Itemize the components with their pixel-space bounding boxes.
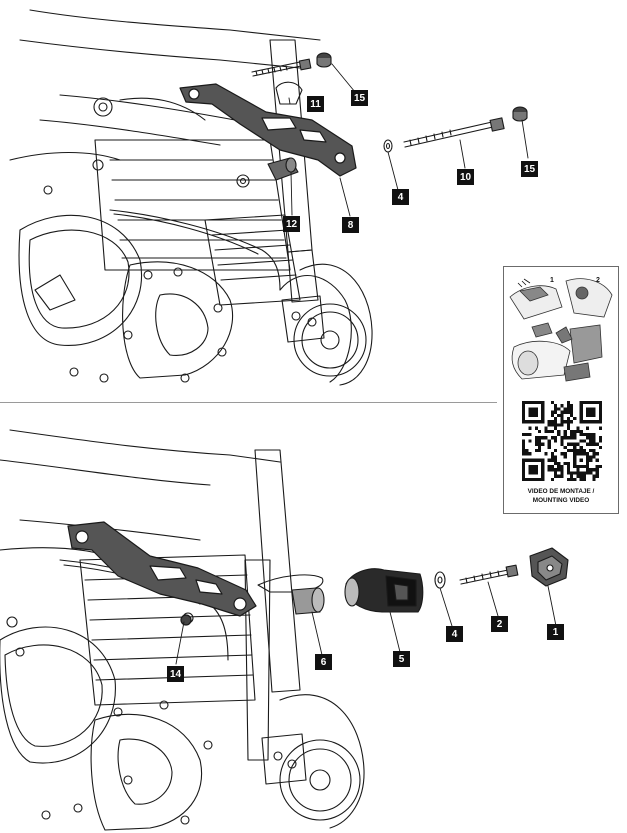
callout-6: 6	[315, 654, 332, 670]
spacer-part-6	[291, 587, 325, 615]
spacer-part-12	[267, 157, 299, 181]
cap-part-1	[529, 547, 569, 587]
bottom-engine-art	[0, 429, 365, 831]
video-caption-line2: MOUNTING VIDEO	[532, 497, 590, 504]
qr-code-icon[interactable]	[522, 401, 602, 481]
video-step-2: 2	[596, 277, 600, 284]
callout-14: 14	[167, 666, 184, 682]
callout-4-bottom: 4	[446, 626, 463, 642]
video-step-1: 1	[550, 277, 554, 284]
cap-part-15-right	[512, 106, 528, 122]
mounting-video-panel[interactable]: 1 2 VIDEO DE MONTAJE / MOUNTING VIDEO	[503, 266, 619, 514]
section-divider	[0, 402, 497, 403]
top-engine-art	[9, 9, 373, 386]
bolt-part-11	[251, 58, 312, 105]
callout-15-upper: 15	[351, 90, 368, 106]
bolt-part-2	[459, 564, 519, 585]
bottom-leader-lines	[175, 581, 557, 665]
callout-4-top: 4	[392, 189, 409, 205]
callout-5: 5	[393, 651, 410, 667]
callout-2: 2	[491, 616, 508, 632]
slider-part-5	[344, 568, 424, 613]
video-thumbnail-art	[509, 278, 613, 382]
washer-part-4-bottom	[434, 571, 446, 589]
callout-1: 1	[547, 624, 564, 640]
top-leader-lines	[288, 63, 529, 217]
callout-12: 12	[283, 216, 300, 232]
callout-10: 10	[457, 169, 474, 185]
callout-15-right: 15	[521, 161, 538, 177]
callout-8: 8	[342, 217, 359, 233]
callout-11: 11	[307, 96, 324, 112]
bracket-part-14	[67, 521, 257, 626]
video-caption-line1: VIDEO DE MONTAJE /	[527, 488, 595, 495]
bracket-part-8	[179, 83, 357, 177]
washer-part-4-top	[383, 139, 393, 153]
video-caption: VIDEO DE MONTAJE / MOUNTING VIDEO	[508, 487, 614, 505]
bolt-part-10	[403, 117, 505, 148]
cap-part-15-upper	[316, 52, 332, 68]
